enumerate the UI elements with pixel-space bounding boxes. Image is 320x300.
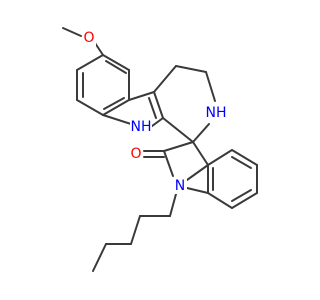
bond-a1-inner <box>105 60 127 74</box>
bond-t2 <box>175 65 207 73</box>
bond-o1 <box>163 141 194 152</box>
molecule-diagram: O NH NH N O <box>62 27 258 272</box>
bond-p2 <box>153 91 164 119</box>
bond-chain-5 <box>92 243 107 272</box>
bond-b7 <box>186 187 209 194</box>
bond-b2-inner <box>231 156 252 169</box>
bond-o4 <box>192 141 209 166</box>
bond-t3 <box>205 71 216 102</box>
bond-o-aromatic <box>94 42 104 56</box>
bond-b1 <box>207 149 233 166</box>
methoxy-oxygen-label: O <box>83 30 94 46</box>
bond-a6 <box>76 54 104 71</box>
bond-p4 <box>102 114 132 125</box>
bond-chain-3 <box>130 215 141 245</box>
bond-a3-inner <box>103 97 125 110</box>
bond-b4 <box>231 192 258 209</box>
carbonyl-oxygen-label: O <box>130 146 141 162</box>
bonds <box>62 27 258 272</box>
bond-o3 <box>186 164 209 181</box>
amide-nitrogen-label: N <box>175 178 185 194</box>
bond-o2 <box>163 150 174 177</box>
bond-methyl-o <box>62 27 82 37</box>
bond-chain-1 <box>169 193 177 217</box>
bond-b2 <box>231 149 258 166</box>
amine-nh-label: NH <box>206 105 227 121</box>
bond-p2-inner <box>148 97 157 119</box>
bond-p1 <box>128 91 155 101</box>
structure-svg: O NH NH N O <box>62 27 258 272</box>
bond-a1 <box>102 54 130 71</box>
bond-t1 <box>153 65 177 93</box>
atom-labels: O NH NH N O <box>82 30 227 194</box>
bond-t4 <box>192 123 210 143</box>
bond-t5 <box>162 117 194 143</box>
indole-nh-label: NH <box>131 119 152 135</box>
bond-b5 <box>207 192 233 209</box>
bond-a4 <box>76 99 104 116</box>
bond-a3 <box>102 99 130 116</box>
bond-b4-inner <box>231 189 252 202</box>
